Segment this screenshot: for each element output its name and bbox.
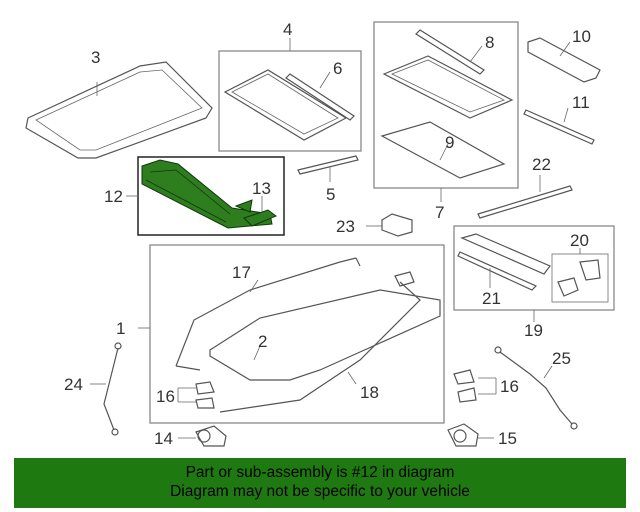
banner-line-disclaimer: Diagram may not be specific to your vehi… <box>170 483 470 500</box>
callout-label: 24 <box>64 375 83 394</box>
callout-label: 20 <box>570 231 589 250</box>
assembly-box-1 <box>149 244 445 424</box>
callout-label: 12 <box>104 187 123 206</box>
callout-label: 6 <box>333 59 342 78</box>
part-21-rail <box>457 233 551 291</box>
part-15-motor <box>447 423 494 447</box>
callout-label: 8 <box>485 33 494 52</box>
callout-label: 1 <box>116 319 125 338</box>
part-13-bracket-highlighted <box>243 196 277 227</box>
callout-label: 2 <box>258 332 267 351</box>
callout-label: 3 <box>91 48 100 67</box>
part-22-strip <box>477 175 573 219</box>
part-18-cable <box>219 271 421 413</box>
callout-label: 4 <box>283 20 292 39</box>
callout-label: 17 <box>232 263 251 282</box>
part-2-seal <box>209 289 441 381</box>
callout-label: 16 <box>156 387 175 406</box>
part-16-clips-left <box>177 381 215 409</box>
callout-label: 15 <box>498 429 517 448</box>
callout-label: 9 <box>445 133 454 152</box>
part-12-frame-highlighted <box>141 159 273 229</box>
part-25-drain-hose <box>494 346 578 430</box>
part-5-strip <box>297 155 359 182</box>
assembly-box-7 <box>373 21 519 189</box>
disclaimer-banner: Part or sub-assembly is #12 in diagram D… <box>14 458 626 508</box>
part-11-strip <box>523 107 595 145</box>
part-16-clips-right <box>453 369 497 403</box>
callout-label: 19 <box>524 321 543 340</box>
assembly-box-19 <box>453 225 615 311</box>
callout-label: 25 <box>552 349 571 368</box>
part-6-sunshade <box>223 69 355 141</box>
part-14-motor <box>178 425 227 447</box>
callout-label: 16 <box>500 377 519 396</box>
callout-label: 18 <box>360 383 379 402</box>
part-17-drain-hose <box>175 257 361 371</box>
callout-label: 7 <box>435 203 444 222</box>
callout-label: 5 <box>326 185 335 204</box>
callout-label: 10 <box>572 27 591 46</box>
part-8-glass <box>382 29 514 119</box>
callout-label: 11 <box>572 93 590 112</box>
callout-label: 23 <box>336 217 355 236</box>
part-23-module <box>366 213 413 237</box>
part-20-guide <box>557 248 601 297</box>
part-9-seal <box>380 121 506 179</box>
part-24-drain-hose <box>90 342 122 436</box>
callout-label: 22 <box>532 155 551 174</box>
banner-line-part-info: Part or sub-assembly is #12 in diagram <box>185 464 455 481</box>
callout-label: 14 <box>154 429 173 448</box>
part-3-glass-panel <box>25 61 213 159</box>
part-10-bracket <box>527 37 601 83</box>
callout-label: 21 <box>482 289 501 308</box>
callout-labels: 1 2 3 4 5 6 7 8 9 10 11 12 13 14 15 16 1… <box>64 20 591 448</box>
callout-label: 13 <box>252 179 271 198</box>
